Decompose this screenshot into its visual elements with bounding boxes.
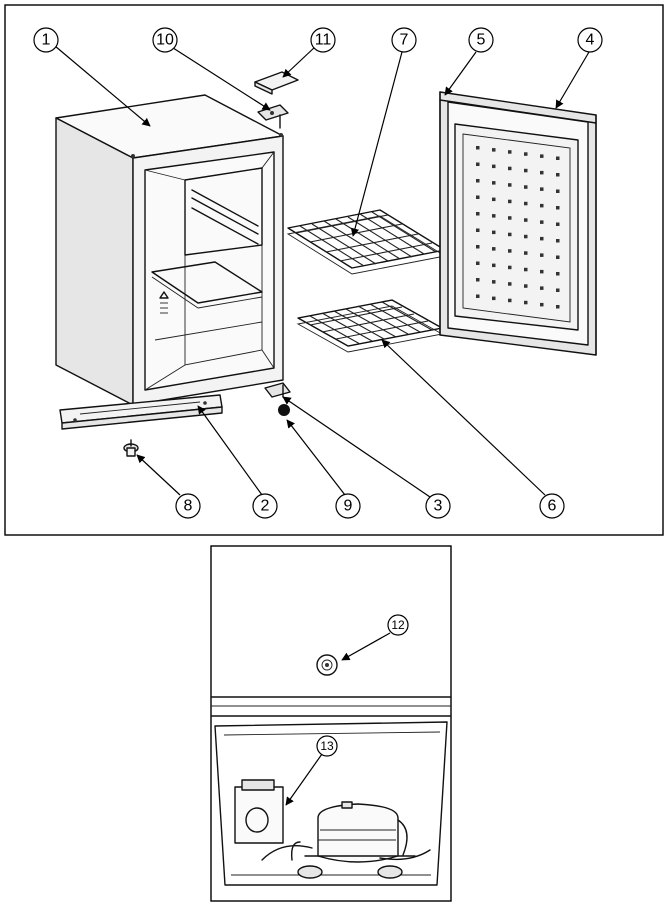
svg-text:13: 13 — [320, 739, 334, 753]
door-liner-dot — [540, 302, 544, 307]
fridge-cabinet — [55, 94, 284, 406]
callout-8: 8 — [175, 493, 201, 519]
door-liner-dot — [492, 181, 496, 185]
door-liner-dot — [556, 173, 560, 177]
door-liner-dot — [476, 162, 480, 166]
door-liner-dot — [540, 203, 544, 208]
door-liner-dot — [508, 199, 512, 204]
callout-7: 7 — [391, 27, 417, 53]
door-liner-dot — [476, 261, 480, 265]
door-liner-dot — [556, 255, 560, 259]
svg-text:9: 9 — [344, 498, 353, 515]
door-liner-dot — [508, 265, 512, 270]
callout-2: 2 — [252, 493, 278, 519]
door-liner-dot — [524, 152, 528, 156]
callout-11: 11 — [310, 27, 336, 53]
door-liner-dot — [540, 187, 544, 191]
door-liner-dot — [524, 267, 528, 272]
door-liner-dot — [524, 168, 528, 173]
door-liner-dot — [492, 197, 496, 202]
callout-13: 13 — [316, 735, 338, 757]
door-liner-dot — [508, 150, 512, 154]
drain-plug — [316, 654, 338, 676]
door-liner-dot — [556, 206, 560, 210]
door-liner-dot — [556, 272, 560, 276]
door-liner-dot — [540, 269, 544, 274]
door-liner-dot — [476, 294, 480, 298]
door-liner-dot — [556, 156, 560, 160]
svg-text:12: 12 — [391, 618, 405, 632]
svg-text:7: 7 — [400, 32, 409, 49]
door-liner-dot — [492, 247, 496, 251]
door — [439, 91, 597, 356]
svg-text:4: 4 — [586, 32, 595, 49]
door-liner-dot — [524, 218, 528, 222]
svg-text:8: 8 — [184, 498, 193, 515]
door-liner-dot — [476, 228, 480, 232]
door-liner-dot — [492, 263, 496, 268]
door-liner-dot — [508, 183, 512, 187]
door-liner-dot — [492, 296, 496, 301]
door-liner-dot — [524, 284, 528, 288]
door-liner-dot — [492, 164, 496, 169]
svg-text:2: 2 — [261, 498, 270, 515]
door-liner-dot — [492, 148, 496, 152]
callout-12: 12 — [387, 614, 409, 636]
door-liner-dot — [540, 154, 544, 158]
svg-text:5: 5 — [477, 32, 486, 49]
callout-3: 3 — [425, 493, 451, 519]
door-liner-dot — [476, 245, 480, 249]
door-liner-dot — [540, 286, 544, 290]
leveling-foot — [123, 439, 139, 457]
door-liner-dot — [492, 214, 496, 218]
bottom-rail — [59, 394, 223, 430]
top-hinge — [257, 104, 289, 129]
door-liner-dot — [540, 220, 544, 224]
door-liner-dot — [508, 166, 512, 171]
svg-text:1: 1 — [42, 32, 51, 49]
svg-text:11: 11 — [315, 32, 332, 49]
svg-text:10: 10 — [156, 32, 174, 49]
door-liner-dot — [556, 189, 560, 193]
hinge-cap — [278, 404, 290, 416]
door-liner-dot — [540, 253, 544, 257]
door-liner-dot — [524, 185, 528, 189]
door-liner-dot — [556, 222, 560, 226]
lower-hinge — [264, 382, 291, 398]
door-liner-dot — [556, 239, 560, 243]
door-liner-dot — [476, 278, 480, 282]
door-liner-dot — [524, 234, 528, 239]
door-liner-dot — [556, 305, 560, 309]
callout-9: 9 — [335, 493, 361, 519]
door-liner-dot — [556, 288, 560, 292]
door-liner-dot — [508, 282, 512, 286]
compressor-compartment — [214, 721, 448, 886]
door-liner-dot — [524, 201, 528, 206]
door-liner-dot — [476, 195, 480, 199]
leader-lines — [54, 45, 590, 498]
door-liner-dot — [508, 232, 512, 237]
door-liner-dot — [524, 300, 528, 305]
door-liner-dot — [540, 236, 544, 241]
door-liner-dot — [476, 146, 480, 150]
svg-text:3: 3 — [434, 498, 443, 515]
door-liner-dot — [540, 170, 544, 175]
callout-6: 6 — [539, 493, 565, 519]
door-liner-dot — [524, 251, 528, 255]
door-liner-dot — [476, 179, 480, 183]
callout-10: 10 — [152, 27, 178, 53]
door-liner-dot — [508, 298, 512, 303]
door-liner-dot — [492, 230, 496, 235]
callout-4: 4 — [577, 27, 603, 53]
door-liner-dot — [508, 216, 512, 220]
callout-5: 5 — [468, 27, 494, 53]
rear-panel — [210, 696, 452, 717]
callout-1: 1 — [33, 27, 59, 53]
door-liner-dot — [492, 280, 496, 284]
door-liner-dot — [476, 212, 480, 216]
door-liner-dot — [508, 249, 512, 253]
svg-text:6: 6 — [548, 498, 557, 515]
